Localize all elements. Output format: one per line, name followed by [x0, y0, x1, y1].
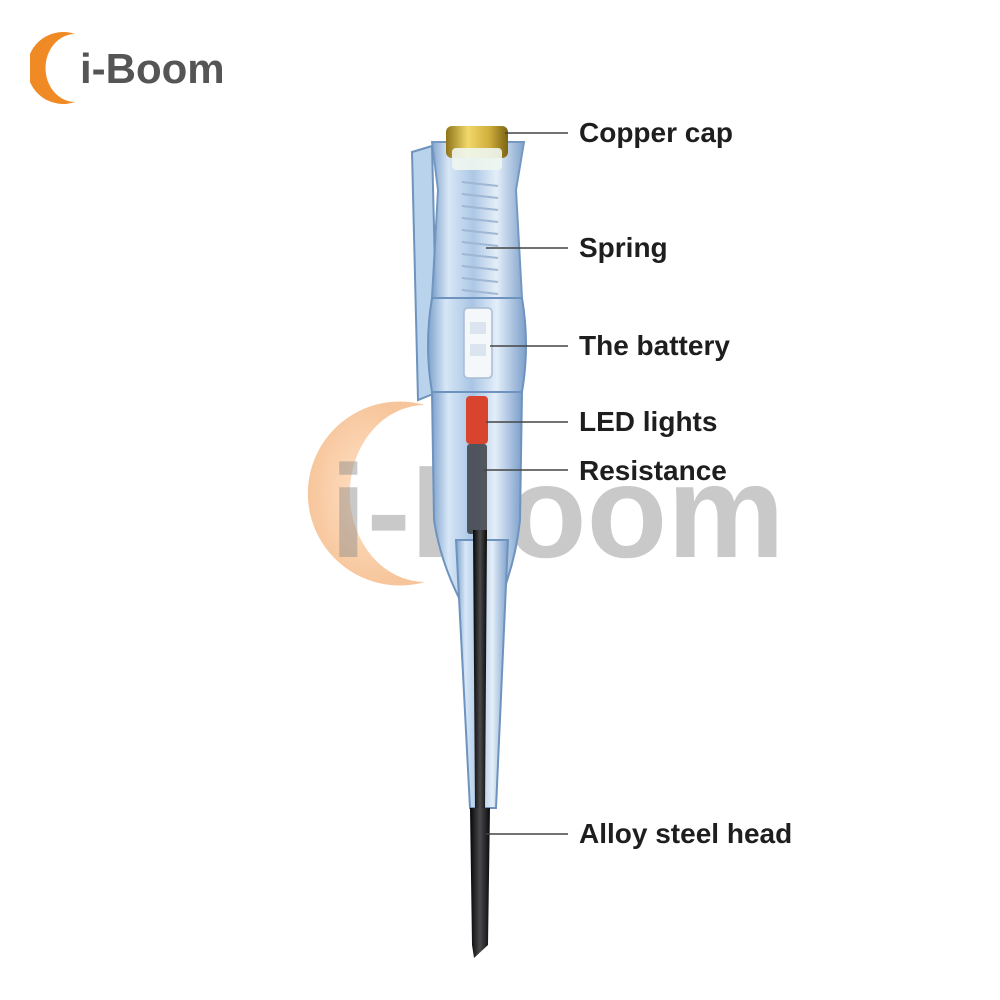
callout-resistance: Resistance [579, 455, 727, 486]
callout-battery: The battery [579, 330, 730, 361]
callout-alloy-steel-head: Alloy steel head [579, 818, 793, 849]
brand-name: i-Boom [80, 45, 225, 92]
brand-logo-icon [30, 32, 75, 104]
callout-copper-cap: Copper cap [579, 117, 734, 148]
watermark-brand-text: i-Boom [330, 438, 785, 585]
callout-led-lights: LED lights [579, 406, 718, 437]
callout-spring: Spring [579, 232, 668, 263]
